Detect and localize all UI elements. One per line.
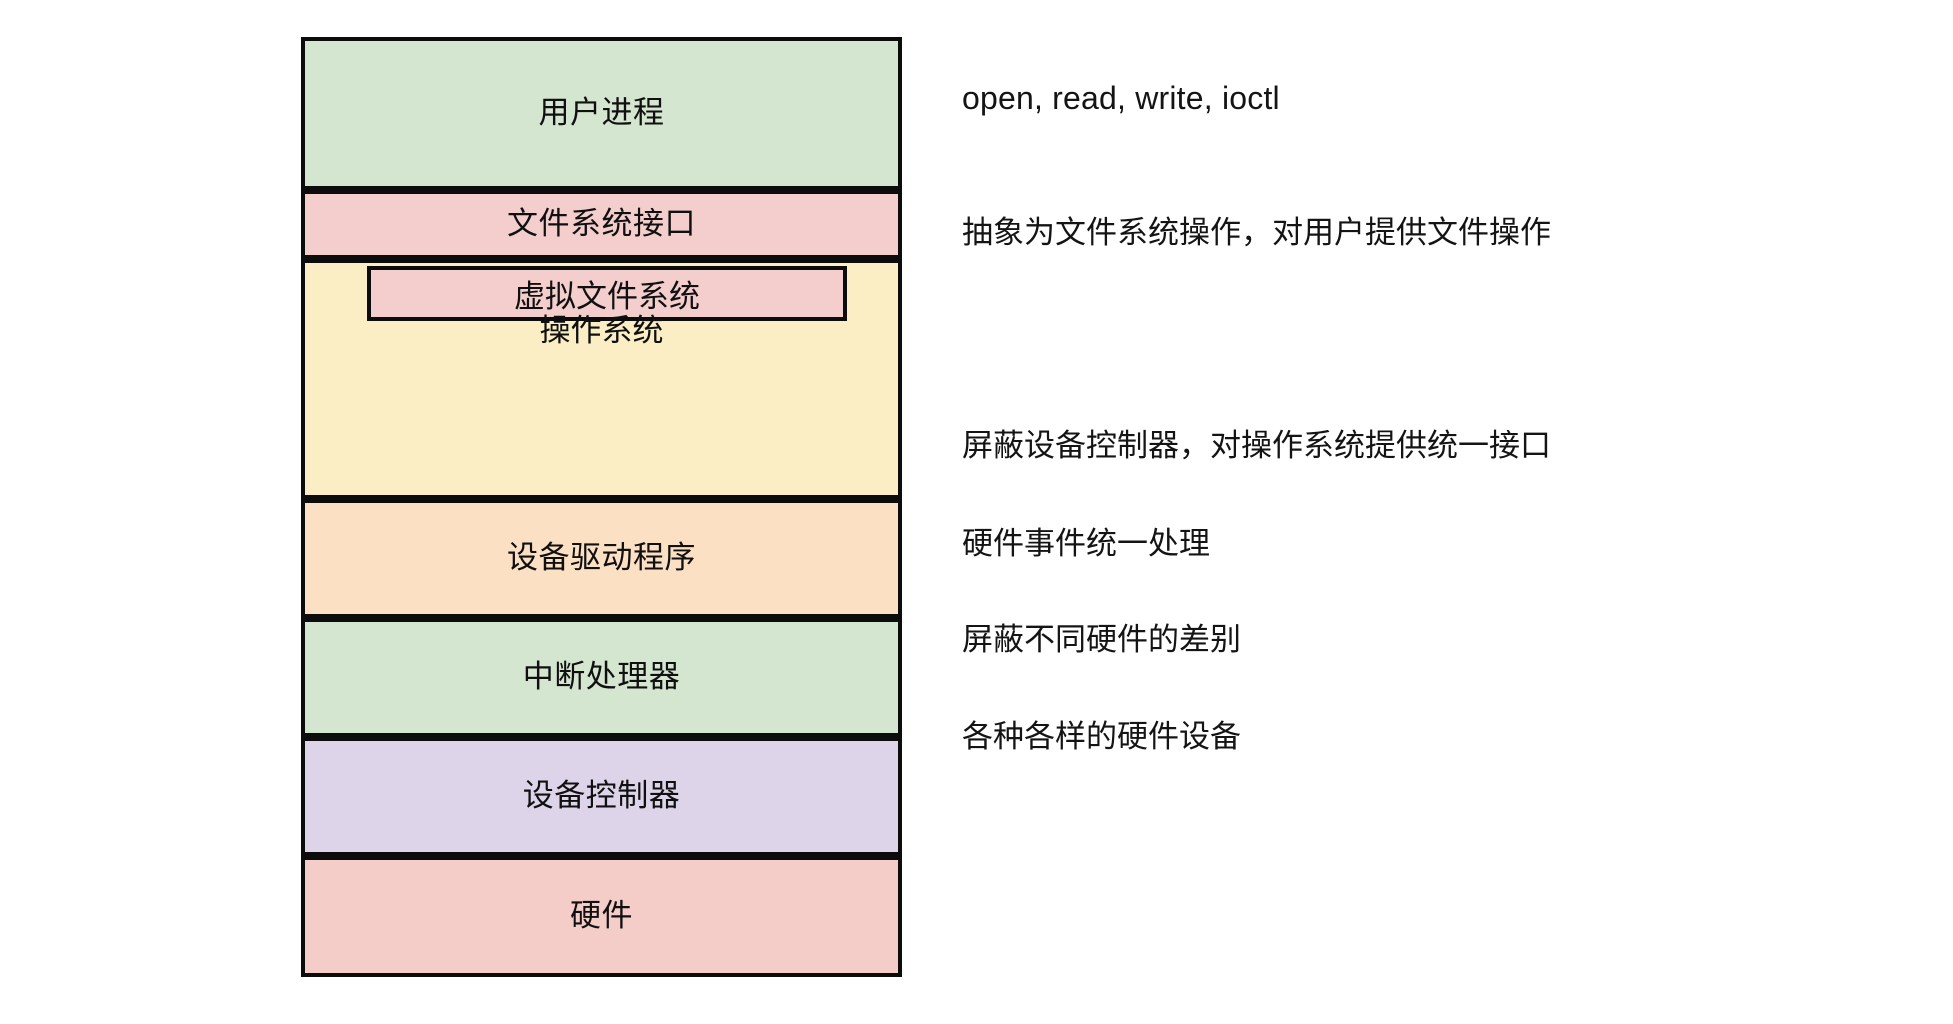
layer-virtual-file-system[interactable]: 虚拟文件系统	[367, 266, 847, 321]
layer-virtual-file-system-label: 虚拟文件系统	[514, 279, 700, 314]
layer-file-system-interface[interactable]: 文件系统接口	[301, 190, 902, 259]
layer-device-controller-label: 设备控制器	[522, 778, 681, 814]
annotation-virtual-file-system: 抽象为文件系统操作，对用户提供文件操作	[962, 215, 1551, 250]
layer-user-process-label: 用户进程	[538, 95, 665, 131]
annotation-hardware: 各种各样的硬件设备	[962, 719, 1241, 754]
layer-operating-system-label: 操作系统	[539, 313, 664, 348]
layer-file-system-interface-label: 文件系统接口	[507, 206, 696, 242]
layer-device-driver-label: 设备驱动程序	[507, 540, 696, 576]
layer-user-process[interactable]: 用户进程	[301, 37, 902, 190]
annotation-interrupt-handler: 硬件事件统一处理	[962, 526, 1210, 561]
layer-operating-system[interactable]: 虚拟文件系统 操作系统	[301, 259, 902, 499]
annotation-device-controller: 屏蔽不同硬件的差别	[962, 622, 1241, 657]
layer-interrupt-handler-label: 中断处理器	[522, 659, 681, 695]
layer-device-driver[interactable]: 设备驱动程序	[301, 499, 902, 618]
annotation-user-process: open, read, write, ioctl	[962, 80, 1280, 116]
layer-hardware-label: 硬件	[570, 898, 633, 934]
layer-stack: 用户进程 文件系统接口 虚拟文件系统 操作系统 设备驱动程序 中断处理器 设备控…	[301, 37, 902, 977]
annotation-device-driver: 屏蔽设备控制器，对操作系统提供统一接口	[962, 428, 1551, 463]
layer-device-controller[interactable]: 设备控制器	[301, 737, 902, 856]
layer-hardware[interactable]: 硬件	[301, 856, 902, 977]
layer-interrupt-handler[interactable]: 中断处理器	[301, 618, 902, 737]
